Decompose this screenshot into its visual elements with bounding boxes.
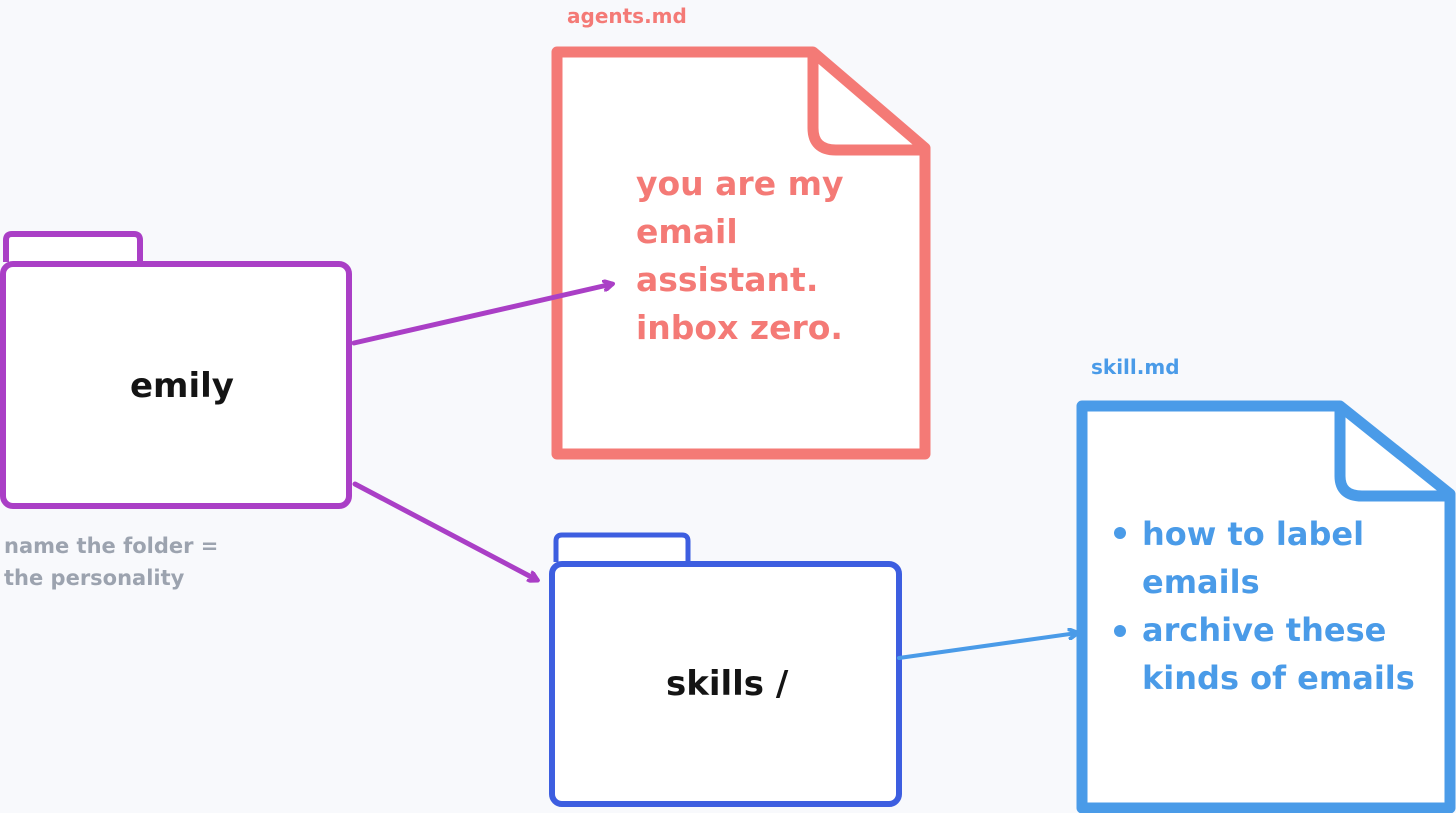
agents-file-line: you are my [636, 164, 844, 203]
arrow-emily-to-agents [351, 284, 612, 346]
skills-folder-label: skills / [666, 664, 789, 704]
skill-file-content: how to label emails archive these kinds … [1142, 510, 1415, 702]
bullet-dot [1114, 527, 1126, 539]
emily-folder-body [0, 261, 352, 509]
skill-bullet-line: how to label [1142, 515, 1365, 553]
skill-file [1076, 400, 1456, 813]
agents-file-line: assistant. [636, 260, 819, 299]
emily-folder-tab [3, 231, 143, 262]
emily-folder [0, 231, 352, 509]
skill-bullet-line: emails [1142, 563, 1260, 601]
agents-file-line: inbox zero. [636, 308, 843, 347]
skill-file-outline [1076, 400, 1456, 813]
arrow-emily-to-skills [352, 481, 537, 580]
skill-bullet-item: archive these kinds of emails [1142, 606, 1415, 702]
agents-file-fold [807, 52, 925, 156]
skills-folder-tab [553, 532, 691, 562]
agents-file-name: agents.md [567, 4, 687, 28]
skill-file-name: skill.md [1091, 355, 1180, 379]
skill-bullet-item: how to label emails [1142, 510, 1415, 606]
emily-folder-label: emily [130, 366, 234, 406]
agents-file-content: you are my email assistant. inbox zero. [636, 160, 843, 352]
agents-file-line: email [636, 212, 738, 251]
skill-bullet-line: archive these [1142, 611, 1387, 649]
folder-note-line: the personality [4, 566, 185, 590]
bullet-dot [1114, 625, 1126, 637]
skill-bullet-line: kinds of emails [1142, 659, 1415, 697]
skill-file-fold [1334, 406, 1450, 502]
folder-note: name the folder = the personality [4, 530, 218, 594]
skills-folder [549, 532, 902, 807]
skills-folder-body [549, 561, 902, 807]
arrow-skills-to-skill-file [897, 633, 1077, 660]
agents-file [551, 46, 931, 460]
folder-note-line: name the folder = [4, 534, 219, 558]
